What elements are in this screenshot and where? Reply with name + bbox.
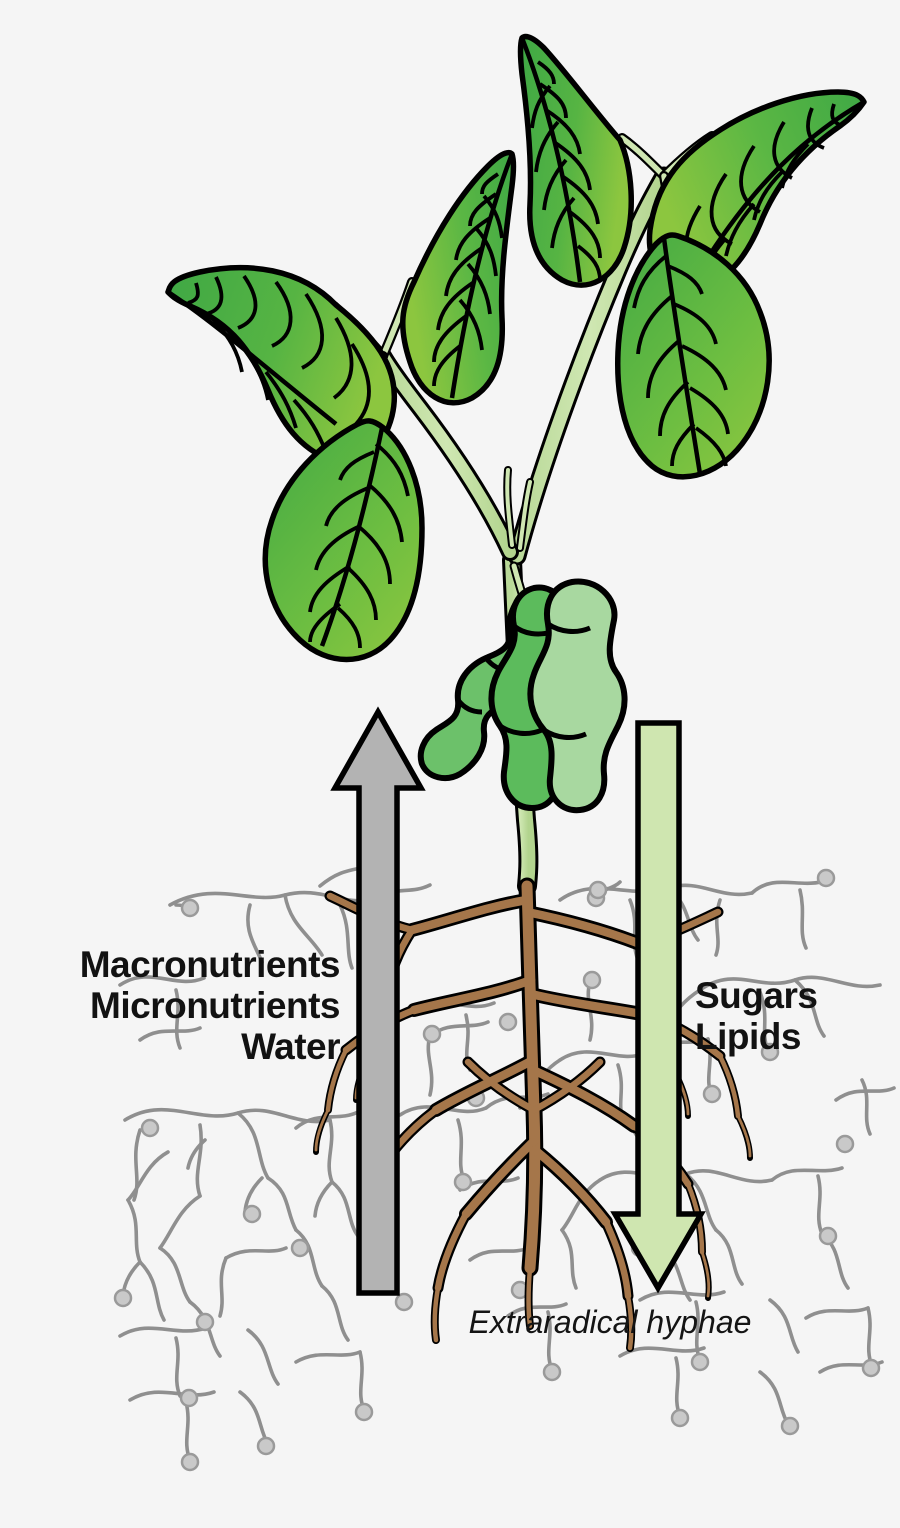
soybean-pods	[417, 578, 628, 814]
leaf-cluster-left	[165, 149, 517, 663]
leaf	[400, 149, 517, 406]
label-micronutrients: Micronutrients	[90, 985, 340, 1026]
label-water: Water	[241, 1026, 340, 1067]
leaf	[646, 89, 867, 294]
label-macronutrients: Macronutrients	[79, 944, 341, 985]
leaf	[615, 232, 772, 480]
leaf	[517, 33, 634, 288]
fungus-uptake-labels: Sugars Lipids	[695, 975, 900, 1057]
plant-uptake-labels: Macronutrients Micronutrients Water	[0, 944, 341, 1067]
leaf	[165, 265, 398, 466]
leaf-cluster-right	[517, 33, 867, 480]
label-sugars: Sugars	[695, 975, 818, 1016]
extraradical-hyphae-caption: Extraradical hyphae	[468, 1304, 752, 1340]
macronutrients-micronutrients-water-arrow	[330, 706, 426, 1296]
leaf	[262, 418, 425, 663]
sugars-lipids-arrow	[610, 720, 706, 1294]
label-lipids: Lipids	[695, 1016, 801, 1057]
